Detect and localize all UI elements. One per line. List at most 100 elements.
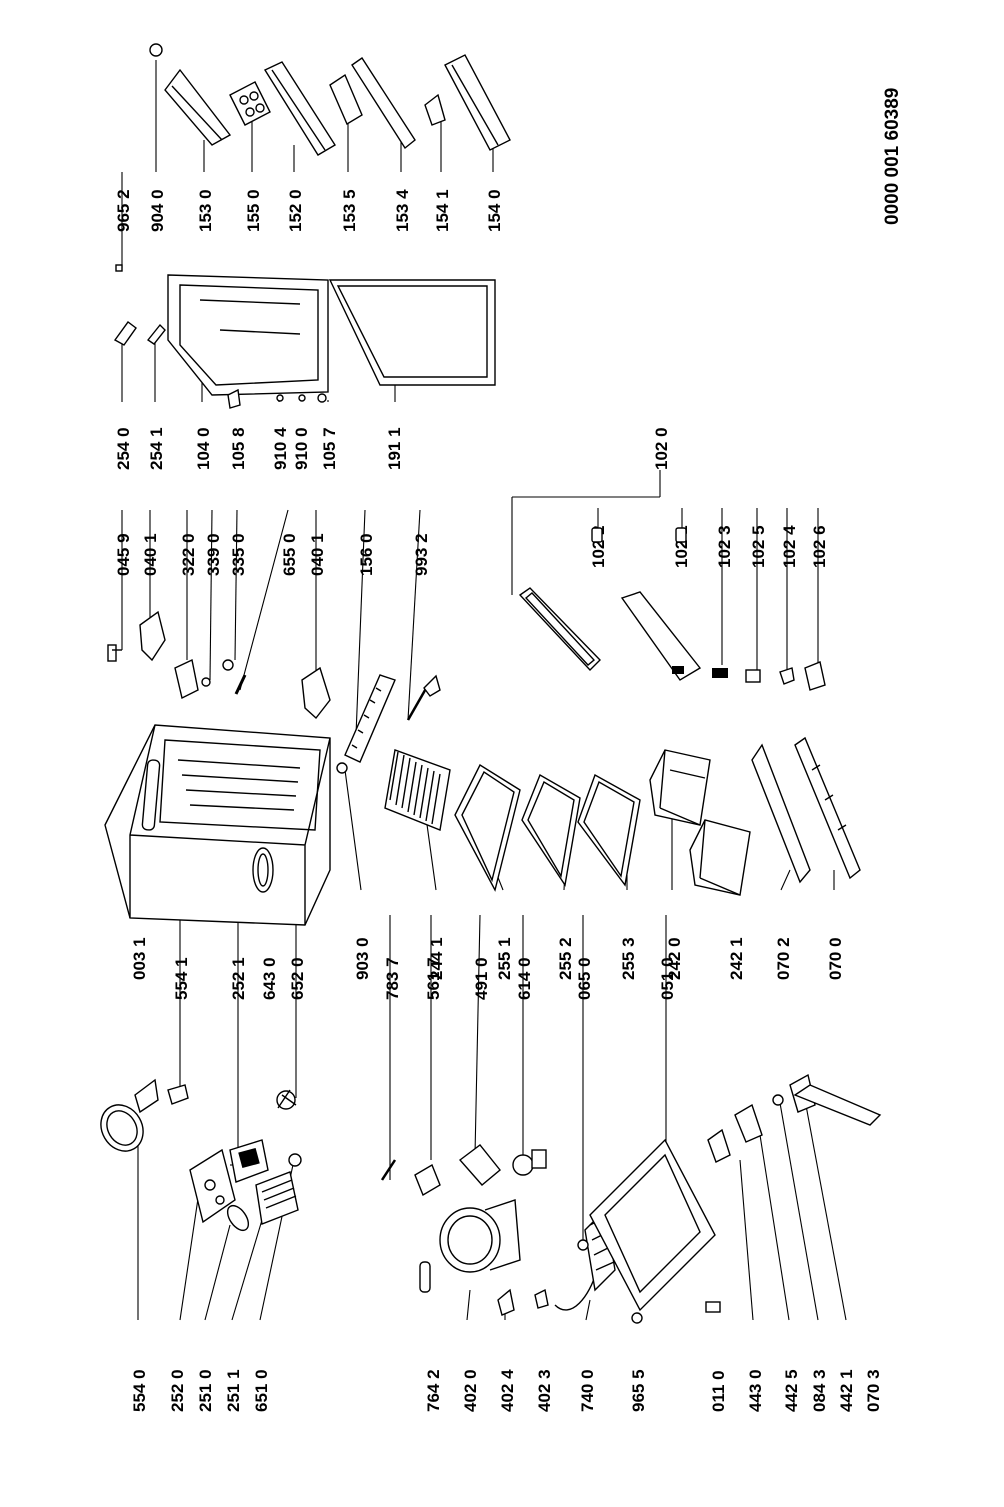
label-903-0: 903 0 (353, 937, 372, 980)
label-242-0: 242 0 (665, 937, 684, 980)
label-965-5: 965 5 (629, 1369, 648, 1412)
part-904-0-fastener (115, 264, 123, 272)
part-335-0-screw (222, 659, 234, 671)
label-242-1: 242 1 (727, 937, 746, 980)
part-554-0-housing (100, 1078, 159, 1152)
label-155-0: 155 0 (244, 189, 263, 232)
part-402-3-clip (534, 1288, 549, 1309)
part-003-1-cabinet (104, 724, 331, 926)
label-156-0: 156 0 (357, 533, 376, 576)
label-154-0: 154 0 (485, 189, 504, 232)
label-102-0: 102 0 (652, 427, 671, 470)
part-783-7-tube (380, 1159, 397, 1181)
label-252-0: 252 0 (168, 1369, 187, 1412)
part-102-4-part (779, 667, 795, 685)
label-254-0: 254 0 (114, 427, 133, 470)
part-070-0-rail (794, 736, 861, 880)
label-153-5: 153 5 (340, 189, 359, 232)
label-070-2: 070 2 (774, 937, 793, 980)
part-993-2-scraper (406, 674, 441, 721)
part-255-2-shelf (521, 773, 581, 887)
label-251-1: 251 1 (224, 1369, 243, 1412)
part-152-0-door-shelf (263, 61, 336, 156)
label-045-9: 045 9 (114, 533, 133, 576)
part-051-0-base (589, 1138, 716, 1312)
label-965-2: 965 2 (114, 189, 133, 232)
label-153-0: 153 0 (196, 189, 215, 232)
label-442-1: 442 1 (837, 1369, 856, 1412)
part-156-0-egg-tray (344, 674, 396, 763)
label-491-0: 491 0 (472, 957, 491, 1000)
label-191-1: 191 1 (385, 427, 404, 470)
label-065-0: 065 0 (575, 957, 594, 1000)
label-402-0: 402 0 (461, 1369, 480, 1412)
part-903-0-pin (336, 762, 348, 774)
part-011-0-screw (705, 1301, 721, 1313)
label-070-0: 070 0 (826, 937, 845, 980)
part-242-1-crisper (689, 819, 751, 896)
leader-lines (121, 60, 847, 1321)
part-442-5-foot (734, 1103, 763, 1143)
label-104-0: 104 0 (194, 427, 213, 470)
label-904-0: 904 0 (148, 189, 167, 232)
label-011-0: 011 0 (709, 1370, 728, 1412)
label-993-2: 993 2 (412, 533, 431, 576)
part-153-4-rail (351, 57, 416, 150)
part-102-door-panel (620, 591, 702, 681)
label-255-2: 255 2 (556, 937, 575, 980)
part-910-4-screw (276, 394, 284, 402)
part-153-0-door-shelf (164, 68, 232, 146)
label-740-0: 740 0 (578, 1369, 597, 1412)
label-910-0: 910 0 (292, 427, 311, 470)
label-153-4: 153 4 (393, 189, 412, 232)
label-322-0: 322 0 (179, 533, 198, 576)
part-254-0-handle (113, 321, 137, 346)
part-254-1-bracket (146, 323, 166, 345)
label-152-0: 152 0 (286, 189, 305, 232)
label-561-7: 561 7 (424, 957, 443, 1000)
part-255-1-shelf (454, 763, 521, 892)
label-251-0: 251 0 (196, 1369, 215, 1412)
part-154-1-holder (424, 93, 446, 126)
part-255-3-shelf (577, 773, 641, 887)
label-764-2: 764 2 (424, 1369, 443, 1412)
part-965-5-fastener (631, 1312, 643, 1324)
label-335-0: 335 0 (229, 533, 248, 576)
part-764-2-filter (419, 1261, 431, 1293)
part-652-0-lamp-socket (276, 1089, 297, 1110)
part-339-0-screw (201, 677, 211, 687)
part-244-1-glass-shelf (384, 749, 451, 831)
label-051-0: 051 0 (658, 957, 677, 1000)
label-254-1: 254 1 (147, 427, 166, 470)
label-102-4: 102 4 (780, 525, 799, 568)
part-910-0-screw (298, 394, 306, 402)
label-443-0: 443 0 (746, 1369, 765, 1412)
label-003-1: 003 1 (130, 937, 149, 980)
part-040-1b-hinge (301, 666, 331, 720)
label-244-1: 244 1 (427, 937, 446, 980)
part-102-6-part (804, 661, 826, 691)
part-102-3-part (712, 668, 728, 678)
part-102-5-part (745, 669, 761, 683)
part-965-2-cap (149, 43, 163, 57)
label-910-4: 910 4 (271, 427, 290, 470)
label-084-3: 084 3 (810, 1369, 829, 1412)
label-655-0: 655 0 (280, 533, 299, 576)
part-070-3-rail (793, 1084, 882, 1126)
label-105-7: 105 7 (320, 427, 339, 470)
part-045-9-pin (107, 644, 122, 662)
part-252-1-panel (229, 1139, 269, 1183)
label-402-4: 402 4 (498, 1369, 517, 1412)
label-643-0: 643 0 (260, 957, 279, 1000)
part-402-4-clip (497, 1288, 515, 1316)
label-255-3: 255 3 (619, 937, 638, 980)
part-105-8-clip (227, 388, 241, 409)
label-102-3: 102 3 (715, 525, 734, 568)
part-153-5-shelf (329, 73, 363, 126)
label-402-3: 402 3 (535, 1369, 554, 1412)
part-561-7-relay (414, 1163, 441, 1197)
label-102-6: 102 6 (810, 525, 829, 568)
label-614-0: 614 0 (515, 957, 534, 1000)
